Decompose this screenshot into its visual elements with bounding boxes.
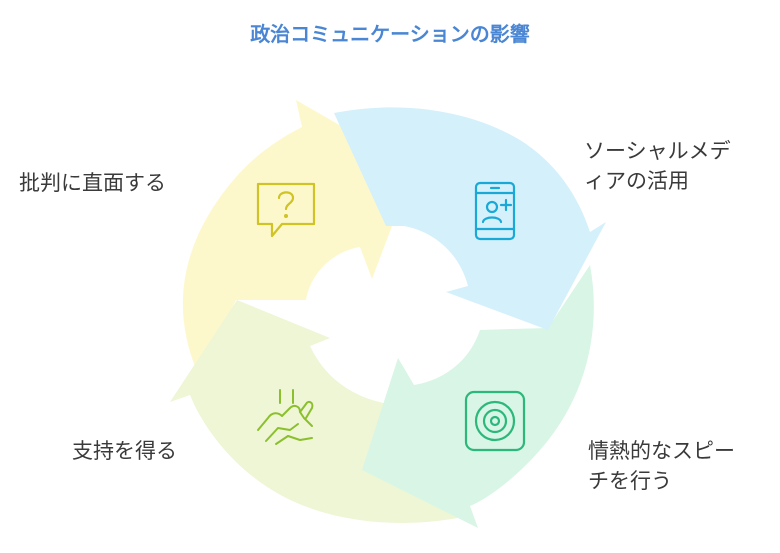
step-label-speech-line1: 情熱的なスピー [588, 439, 735, 463]
step-label-speech: 情熱的なスピー チを行う [588, 436, 735, 496]
cycle-segment-speech [362, 265, 594, 528]
diagram-title: 政治コミュニケーションの影響 [250, 22, 530, 46]
segment-arrow-social-media [334, 107, 606, 331]
step-label-support: 支持を得る [72, 439, 177, 463]
helping-hands-icon [257, 389, 314, 445]
cycle-segment-criticism [182, 100, 414, 374]
segment-arrow-criticism [182, 100, 414, 374]
cycle-segment-social-media [334, 107, 606, 331]
step-label-social-media: ソーシャルメデ ィアの活用 [584, 136, 731, 196]
step-label-criticism: 批判に直面する [19, 171, 166, 195]
segment-arrow-speech [362, 265, 594, 528]
mobile-user-plus-icon [474, 181, 516, 241]
speaker-icon [464, 390, 526, 452]
step-label-social-media-line1: ソーシャルメデ [584, 139, 731, 163]
question-speech-bubble-icon [256, 182, 316, 238]
step-label-speech-line2: チを行う [588, 469, 672, 493]
step-label-social-media-line2: ィアの活用 [584, 169, 689, 193]
